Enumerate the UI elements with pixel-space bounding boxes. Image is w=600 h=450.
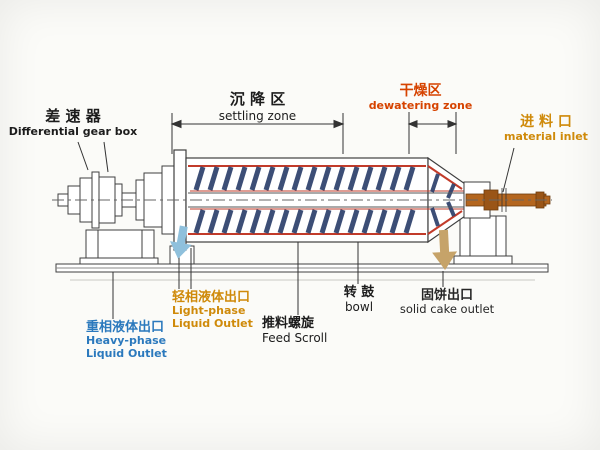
label-differential-gearbox: 差 速 器 Differential gear box <box>6 107 140 139</box>
label-differential-gearbox-zh: 差 速 器 <box>45 107 101 125</box>
label-dewatering-zone: 干燥区 dewatering zone <box>368 83 473 112</box>
dimension-settling-zone <box>170 113 345 154</box>
label-material-inlet-zh: 进 料 口 <box>520 114 572 130</box>
label-feed-scroll-zh: 推料螺旋 <box>262 316 315 331</box>
label-dewatering-zone-zh: 干燥区 <box>399 83 442 99</box>
label-light-phase-outlet-en1: Light-phase <box>172 304 246 318</box>
bowl-wall-red-lines <box>188 165 464 235</box>
label-settling-zone-en: settling zone <box>218 108 297 123</box>
label-material-inlet-en: material inlet <box>504 129 588 143</box>
label-solid-cake-outlet-zh: 固饼出口 <box>420 288 473 303</box>
label-feed-scroll: 推料螺旋 Feed Scroll <box>262 316 346 345</box>
label-light-phase-outlet: 轻相液体出口 Light-phase Liquid Outlet <box>172 290 264 331</box>
label-heavy-phase-outlet-en2: Liquid Outlet <box>86 347 167 361</box>
label-heavy-phase-outlet-en1: Heavy-phase <box>86 334 167 348</box>
label-solid-cake-outlet: 固饼出口 solid cake outlet <box>395 288 499 317</box>
label-material-inlet: 进 料 口 material inlet <box>498 114 594 143</box>
label-dewatering-zone-en: dewatering zone <box>368 98 473 112</box>
label-light-phase-outlet-zh: 轻相液体出口 <box>172 290 251 305</box>
dimension-dewatering-zone <box>407 112 458 154</box>
label-light-phase-outlet-en2: Liquid Outlet <box>172 317 253 331</box>
label-solid-cake-outlet-en: solid cake outlet <box>399 302 495 317</box>
label-bowl-en: bowl <box>344 300 374 315</box>
label-heavy-phase-outlet: 重相液体出口 Heavy-phase Liquid Outlet <box>86 320 178 361</box>
label-bowl-zh: 转 鼓 <box>343 285 375 300</box>
base-frame <box>55 263 549 281</box>
label-heavy-phase-outlet-zh: 重相液体出口 <box>86 320 165 335</box>
label-differential-gearbox-en: Differential gear box <box>8 124 138 138</box>
label-settling-zone-zh: 沉 降 区 <box>229 90 286 108</box>
feed-scroll-flights <box>193 166 456 234</box>
label-settling-zone: 沉 降 区 settling zone <box>185 90 330 123</box>
label-bowl: 转 鼓 bowl <box>334 285 384 314</box>
feed-scroll-hub <box>188 192 466 208</box>
light-phase-arrow <box>169 225 192 259</box>
machine-supports <box>79 215 513 265</box>
leader-lines <box>77 141 515 319</box>
solid-cake-arrow <box>432 229 458 270</box>
label-feed-scroll-en: Feed Scroll <box>262 331 328 346</box>
